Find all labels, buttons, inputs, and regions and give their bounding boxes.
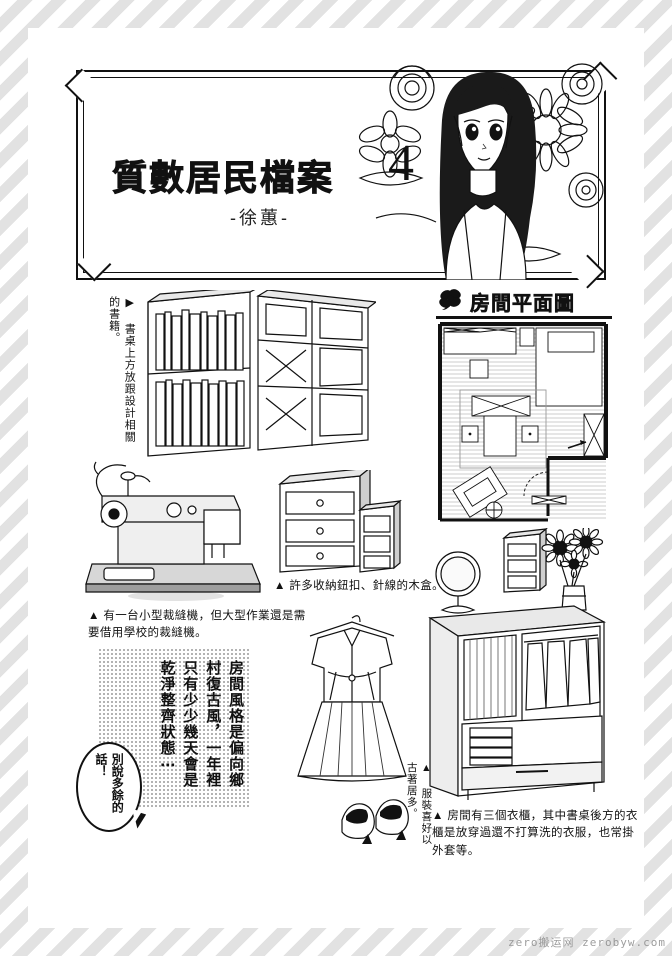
round-mirror-illustration	[428, 548, 488, 616]
room-plan-rule	[436, 316, 612, 319]
narration-text: 房間風格是偏向鄉村復古風，一年裡只有少少幾天會是乾淨整齊狀態⋯	[158, 660, 244, 788]
room-plan-title: 房間平面圖	[470, 293, 575, 316]
shelf-unit-illustration	[500, 528, 554, 594]
small-drawer-illustration	[356, 498, 408, 574]
bookshelf-illustration	[140, 290, 376, 460]
girl-portrait-illustration	[350, 58, 618, 280]
dress-caption: ▲ 服裝喜好以古著居多。	[405, 762, 433, 846]
room-plan-header: 房間平面圖	[438, 286, 610, 316]
speech-bubble-text: 別說多餘的話！	[94, 753, 125, 813]
drawer-caption: ▲ 許多收納鈕扣、針線的木盒。	[274, 580, 445, 592]
drawer-cabinet-illustration	[276, 470, 386, 575]
page-subtitle: -徐蕙-	[230, 208, 290, 228]
room-floor-plan-illustration	[436, 320, 612, 526]
plate-corner-bl	[77, 247, 112, 282]
closet-caption: ▲ 房間有三個衣櫃，其中書桌後方的衣櫃是放穿過還不打算洗的衣服，也常掛外套等。	[432, 810, 638, 857]
shoes-illustration	[336, 790, 414, 846]
bookshelf-caption: ▶ 書桌上方放跟設計相關的書籍。	[107, 296, 136, 443]
flower-icon	[438, 288, 464, 312]
page-title: 質數居民檔案	[111, 159, 335, 199]
sewing-machine-illustration	[84, 452, 274, 602]
wardrobe-illustration	[424, 596, 610, 804]
sewing-caption: ▲ 有一台小型裁縫機，但大型作業還是需要借用學校的裁縫機。	[88, 610, 306, 640]
dress-illustration	[288, 612, 416, 784]
watermark: zero搬运网 zerobyw.com	[508, 936, 666, 949]
speech-bubble: 別說多餘的話！	[76, 742, 142, 832]
vase-with-flowers-illustration	[536, 528, 608, 614]
